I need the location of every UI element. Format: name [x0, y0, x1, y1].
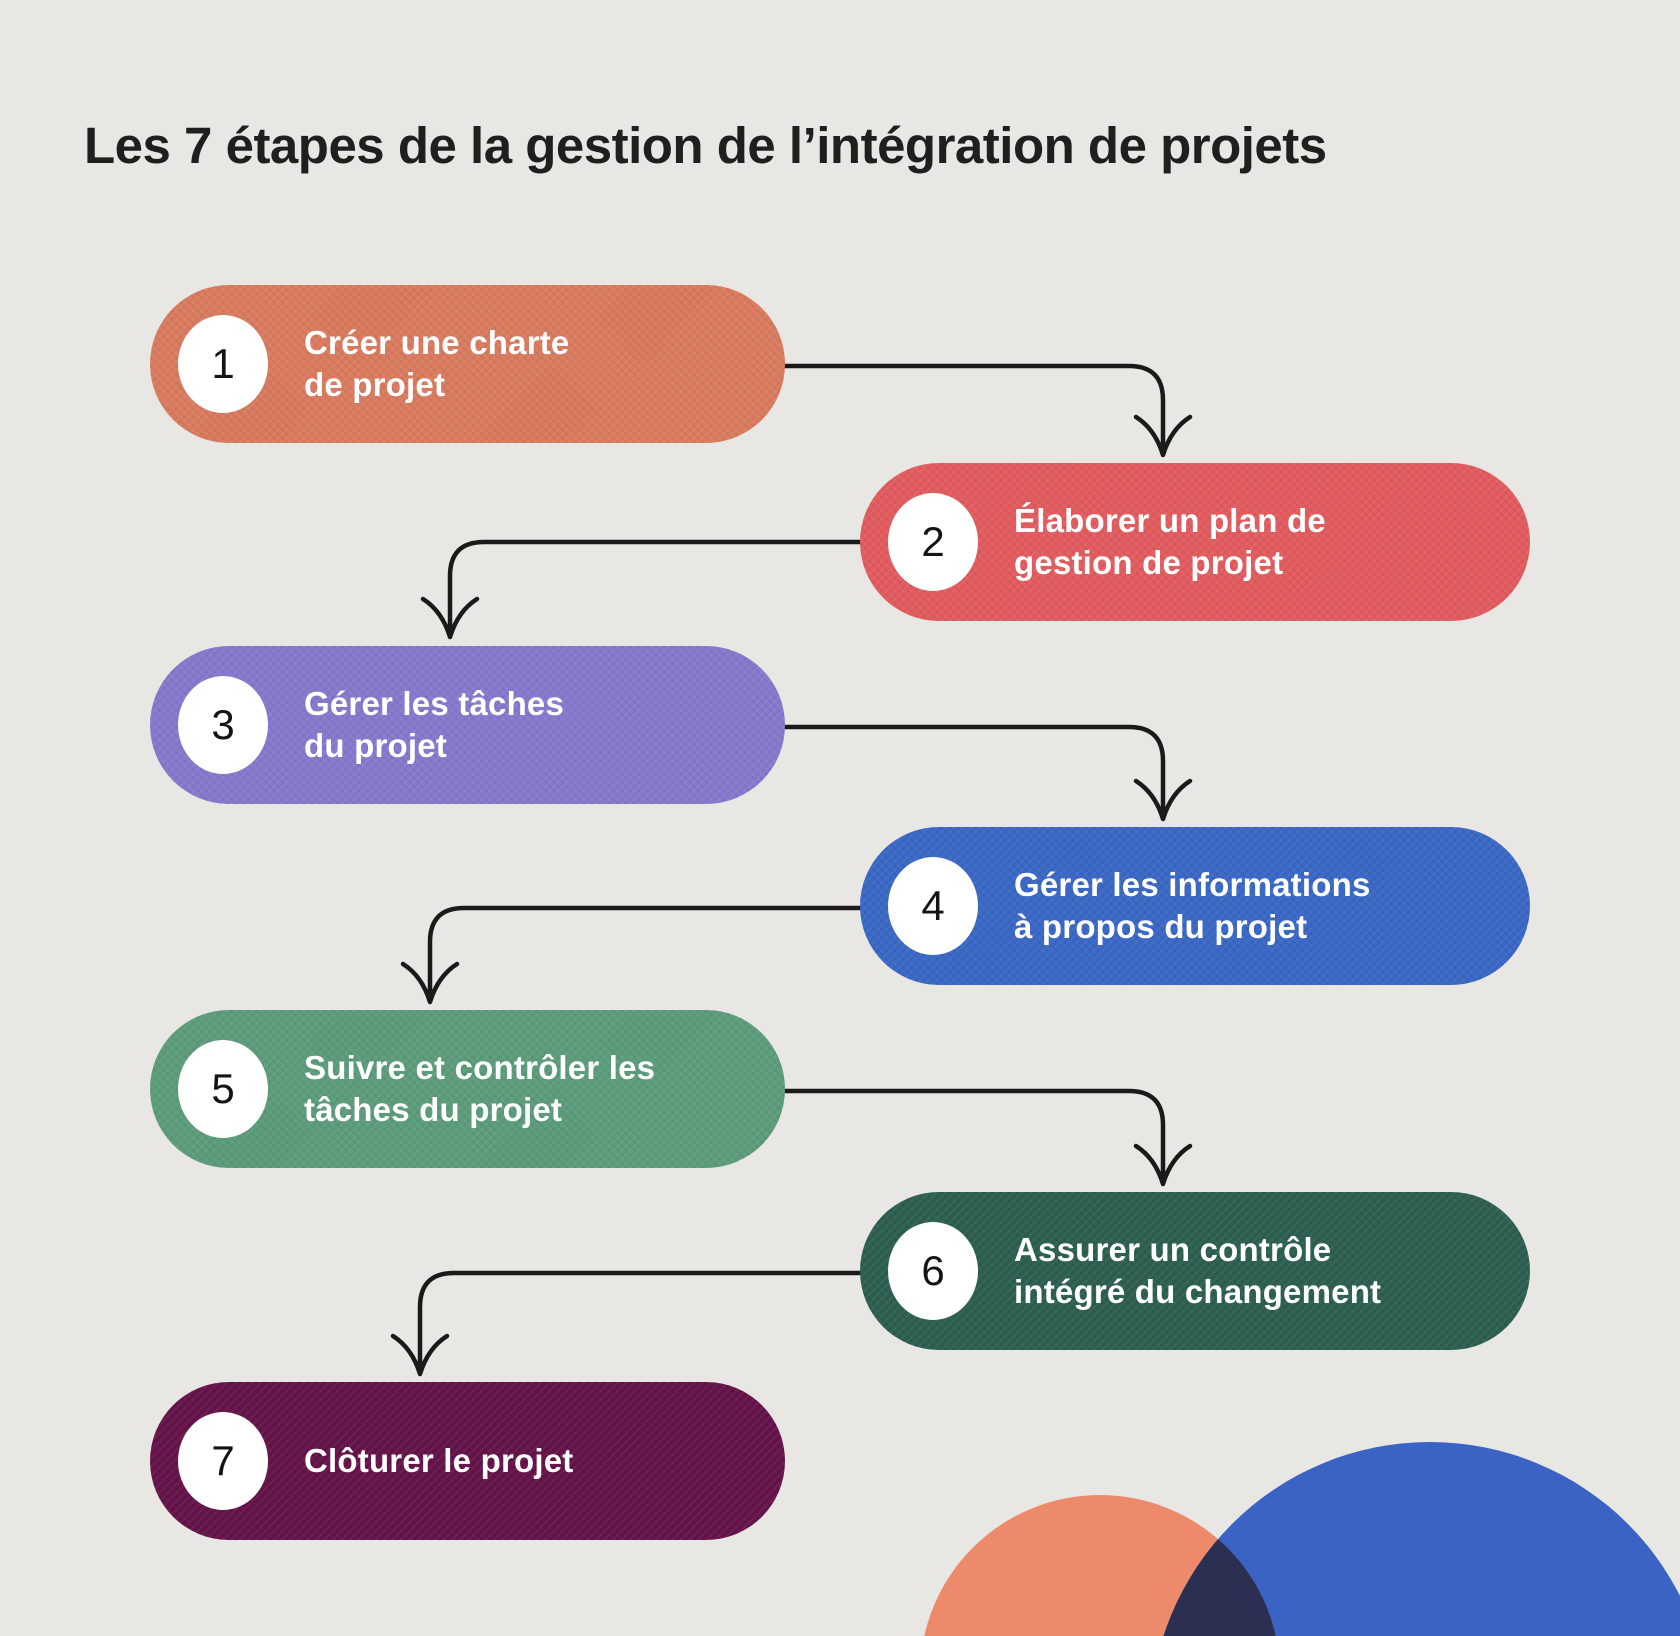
step-2-number: 2	[921, 518, 945, 565]
step-6-pill: 6 Assurer un contrôle intégré du changem…	[860, 1192, 1530, 1350]
step-3-label-line2: du projet	[304, 727, 447, 764]
step-1-pill: 1 Créer une charte de projet	[150, 285, 785, 443]
step-1-label: Créer une charte de projet	[304, 322, 569, 406]
step-4-number-badge: 4	[888, 857, 978, 955]
step-6-label: Assurer un contrôle intégré du changemen…	[1014, 1229, 1381, 1313]
step-5-number-badge: 5	[178, 1040, 268, 1138]
step-4-pill: 4 Gérer les informations à propos du pro…	[860, 827, 1530, 985]
arrow-step5-to-step6	[782, 1088, 1193, 1187]
step-7-pill: 7 Clôturer le projet	[150, 1382, 785, 1540]
step-5-label: Suivre et contrôler les tâches du projet	[304, 1047, 655, 1131]
infographic-title: Les 7 étapes de la gestion de l’intégrat…	[84, 117, 1327, 175]
step-2-label-line2: gestion de projet	[1014, 544, 1284, 581]
step-5-label-line2: tâches du projet	[304, 1091, 563, 1128]
step-6-number: 6	[921, 1247, 945, 1294]
step-4-label-line1: Gérer les informations	[1014, 866, 1371, 903]
step-2-label-line1: Élaborer un plan de	[1014, 502, 1326, 539]
step-6-label-line2: intégré du changement	[1014, 1273, 1382, 1310]
arrow-step3-to-step4	[782, 724, 1193, 822]
step-7-number-badge: 7	[178, 1412, 268, 1510]
step-7-label-line1: Clôturer le projet	[304, 1442, 574, 1479]
step-5-label-line1: Suivre et contrôler les	[304, 1049, 656, 1086]
decor-circle-overlap-clip	[920, 1495, 1280, 1636]
step-7-label: Clôturer le projet	[304, 1440, 573, 1482]
step-1-label-line1: Créer une charte	[304, 324, 570, 361]
arrow-step1-to-step2	[782, 363, 1193, 458]
step-1-label-line2: de projet	[304, 366, 446, 403]
step-6-label-line1: Assurer un contrôle	[1014, 1231, 1332, 1268]
step-2-label: Élaborer un plan de gestion de projet	[1014, 500, 1326, 584]
step-2-number-badge: 2	[888, 493, 978, 591]
step-4-label: Gérer les informations à propos du proje…	[1014, 864, 1371, 948]
step-1-number: 1	[211, 340, 235, 387]
step-7-number: 7	[211, 1437, 235, 1484]
arrow-step4-to-step5	[400, 905, 863, 1005]
step-3-label-line1: Gérer les tâches	[304, 685, 565, 722]
step-2-pill: 2 Élaborer un plan de gestion de projet	[860, 463, 1530, 621]
step-4-number: 4	[921, 882, 945, 929]
arrow-step6-to-step7	[390, 1270, 863, 1377]
step-3-pill: 3 Gérer les tâches du projet	[150, 646, 785, 804]
arrow-step2-to-step3	[420, 539, 863, 640]
step-5-pill: 5 Suivre et contrôler les tâches du proj…	[150, 1010, 785, 1168]
step-3-number-badge: 3	[178, 676, 268, 774]
step-5-number: 5	[211, 1065, 235, 1112]
step-4-label-line2: à propos du projet	[1014, 908, 1308, 945]
step-1-number-badge: 1	[178, 315, 268, 413]
step-6-number-badge: 6	[888, 1222, 978, 1320]
step-3-label: Gérer les tâches du projet	[304, 683, 564, 767]
step-3-number: 3	[211, 701, 235, 748]
decor-circle-overlap	[1150, 1495, 1280, 1636]
